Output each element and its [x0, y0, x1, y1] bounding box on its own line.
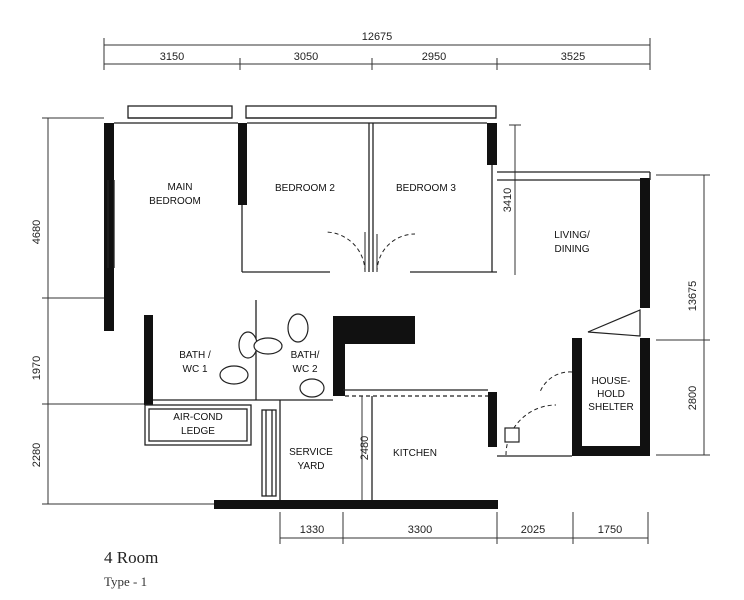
dim-bottom-seg-3: 2025 — [521, 524, 545, 536]
kitchen-fixture-icon — [504, 427, 520, 443]
dim-right-seg-2: 2800 — [687, 386, 699, 410]
top-dimension-lines — [103, 38, 651, 70]
plan-title: 4 Room — [104, 548, 159, 567]
basin-2-icon — [287, 313, 309, 343]
bay-window-icon — [587, 309, 641, 337]
label-kitchen: KITCHEN — [393, 448, 437, 459]
toilet-2-icon — [219, 365, 249, 385]
label-bath2-line1: BATH/ — [291, 350, 320, 361]
label-bath1-line1: BATH / — [179, 350, 211, 361]
dim-top-seg-3: 2950 — [422, 51, 446, 63]
label-living-line2: DINING — [555, 244, 590, 255]
label-bath2-line2: WC 2 — [293, 364, 318, 375]
toilet-3-icon — [299, 378, 325, 398]
dim-top-seg-1: 3150 — [160, 51, 184, 63]
label-aircon-line1: AIR-COND — [173, 412, 222, 423]
toilet-1-icon — [253, 337, 283, 355]
right-dimension-lines — [656, 174, 710, 456]
dim-bottom-seg-1: 1330 — [300, 524, 324, 536]
dim-living-depth: 3410 — [502, 188, 514, 212]
walls — [104, 123, 650, 509]
label-main-bedroom-line1: MAIN — [168, 182, 193, 193]
label-main-bedroom-line2: BEDROOM — [149, 196, 201, 207]
dim-right-seg-1: 13675 — [687, 281, 699, 312]
dim-left-seg-3: 2280 — [31, 443, 43, 467]
dim-top-seg-2: 3050 — [294, 51, 318, 63]
dim-kitchen-depth: 2480 — [359, 436, 371, 460]
label-living-line1: LIVING/ — [554, 230, 590, 241]
bottom-dimension-lines — [279, 512, 649, 544]
plan-subtitle: Type - 1 — [104, 574, 148, 589]
dim-bottom-seg-2: 3300 — [408, 524, 432, 536]
dim-overall-top: 12675 — [362, 31, 393, 43]
label-service-line2: YARD — [297, 461, 324, 472]
dim-left-seg-2: 1970 — [31, 356, 43, 380]
inner-dimension-lines — [361, 124, 521, 500]
dim-left-seg-1: 4680 — [31, 220, 43, 244]
label-shelter-line2: HOLD — [597, 389, 625, 400]
partitions — [107, 105, 651, 500]
fixtures — [219, 309, 641, 443]
label-shelter-line1: HOUSE- — [592, 376, 631, 387]
label-bedroom-3: BEDROOM 3 — [396, 183, 456, 194]
label-aircon-line2: LEDGE — [181, 426, 215, 437]
dim-top-seg-4: 3525 — [561, 51, 585, 63]
label-bedroom-2: BEDROOM 2 — [275, 183, 335, 194]
label-bath1-line2: WC 1 — [183, 364, 208, 375]
left-dimension-lines — [42, 117, 214, 505]
label-shelter-line3: SHELTER — [588, 402, 633, 413]
dim-bottom-seg-4: 1750 — [598, 524, 622, 536]
door-swings — [324, 231, 573, 456]
room-labels: MAIN BEDROOM BEDROOM 2 BEDROOM 3 LIVING/… — [149, 182, 634, 472]
label-service-line1: SERVICE — [289, 447, 333, 458]
